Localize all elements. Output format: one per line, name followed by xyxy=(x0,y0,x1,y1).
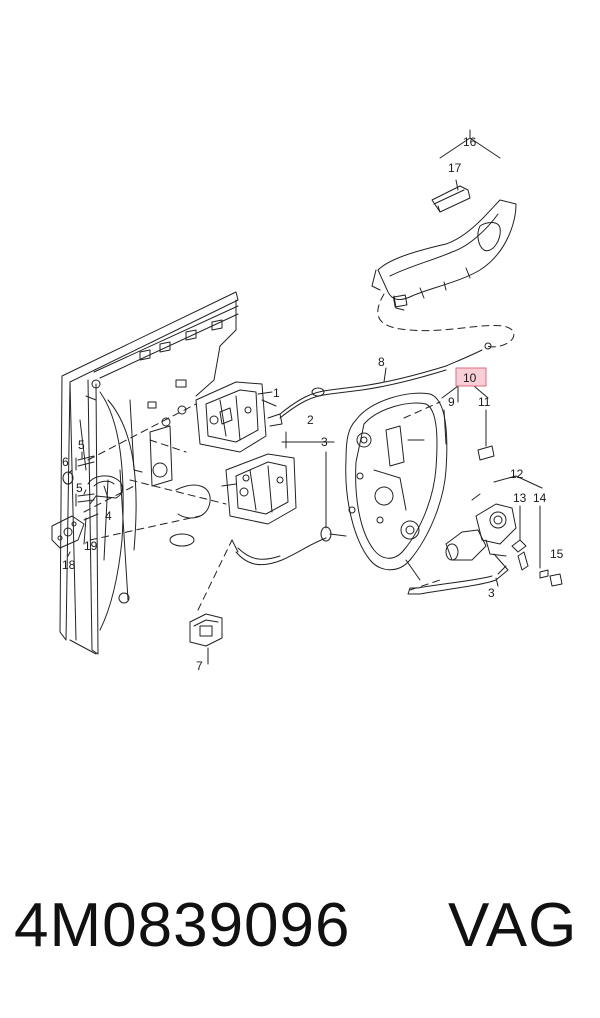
label-11: 11 xyxy=(478,395,491,409)
cable-guide xyxy=(87,475,123,505)
inner-door-handle xyxy=(371,199,517,311)
label-18: 18 xyxy=(62,558,76,572)
label-5-upper: 5 xyxy=(78,438,85,452)
label-14: 14 xyxy=(533,491,547,505)
label-19: 19 xyxy=(84,539,98,553)
carrier-plate xyxy=(345,392,448,581)
dashed-leader-lines xyxy=(83,293,515,611)
part-labels: 1 2 3 3 4 5 5 6 7 8 9 10 11 12 13 14 15 … xyxy=(62,135,564,673)
door-lock-lower xyxy=(221,453,297,525)
label-17: 17 xyxy=(448,161,462,175)
label-8: 8 xyxy=(378,355,385,369)
motor-fittings xyxy=(407,525,563,595)
label-7: 7 xyxy=(196,659,203,673)
label-3-lower: 3 xyxy=(488,586,495,600)
part-number-caption: 4M0839096 xyxy=(14,891,351,960)
handle-cover-cap xyxy=(431,185,471,213)
label-1: 1 xyxy=(273,386,280,400)
label-10: 10 xyxy=(463,371,477,385)
label-3-upper: 3 xyxy=(321,435,328,449)
label-16: 16 xyxy=(463,135,477,149)
label-6: 6 xyxy=(62,455,69,469)
label-2: 2 xyxy=(307,413,314,427)
release-cable xyxy=(279,342,492,419)
label-leaders xyxy=(67,129,543,665)
part-10-highlight xyxy=(455,367,487,387)
lock-cable xyxy=(231,526,347,566)
exploded-view-drawing: 1 2 3 3 4 5 5 6 7 8 9 10 11 12 13 14 15 … xyxy=(51,129,564,673)
actuator-motor xyxy=(445,493,517,561)
brand-caption: VAG xyxy=(448,891,578,960)
label-5-lower: 5 xyxy=(76,481,83,495)
label-12: 12 xyxy=(510,467,524,481)
door-frame xyxy=(59,291,239,655)
door-lock-upper xyxy=(195,381,283,453)
label-9: 9 xyxy=(448,395,455,409)
fastener-bolts xyxy=(62,455,95,507)
striker-plate xyxy=(51,513,99,549)
label-13: 13 xyxy=(513,491,527,505)
door-switch xyxy=(189,613,223,647)
label-15: 15 xyxy=(550,547,564,561)
label-4: 4 xyxy=(105,509,112,523)
foam-pad xyxy=(477,445,495,461)
